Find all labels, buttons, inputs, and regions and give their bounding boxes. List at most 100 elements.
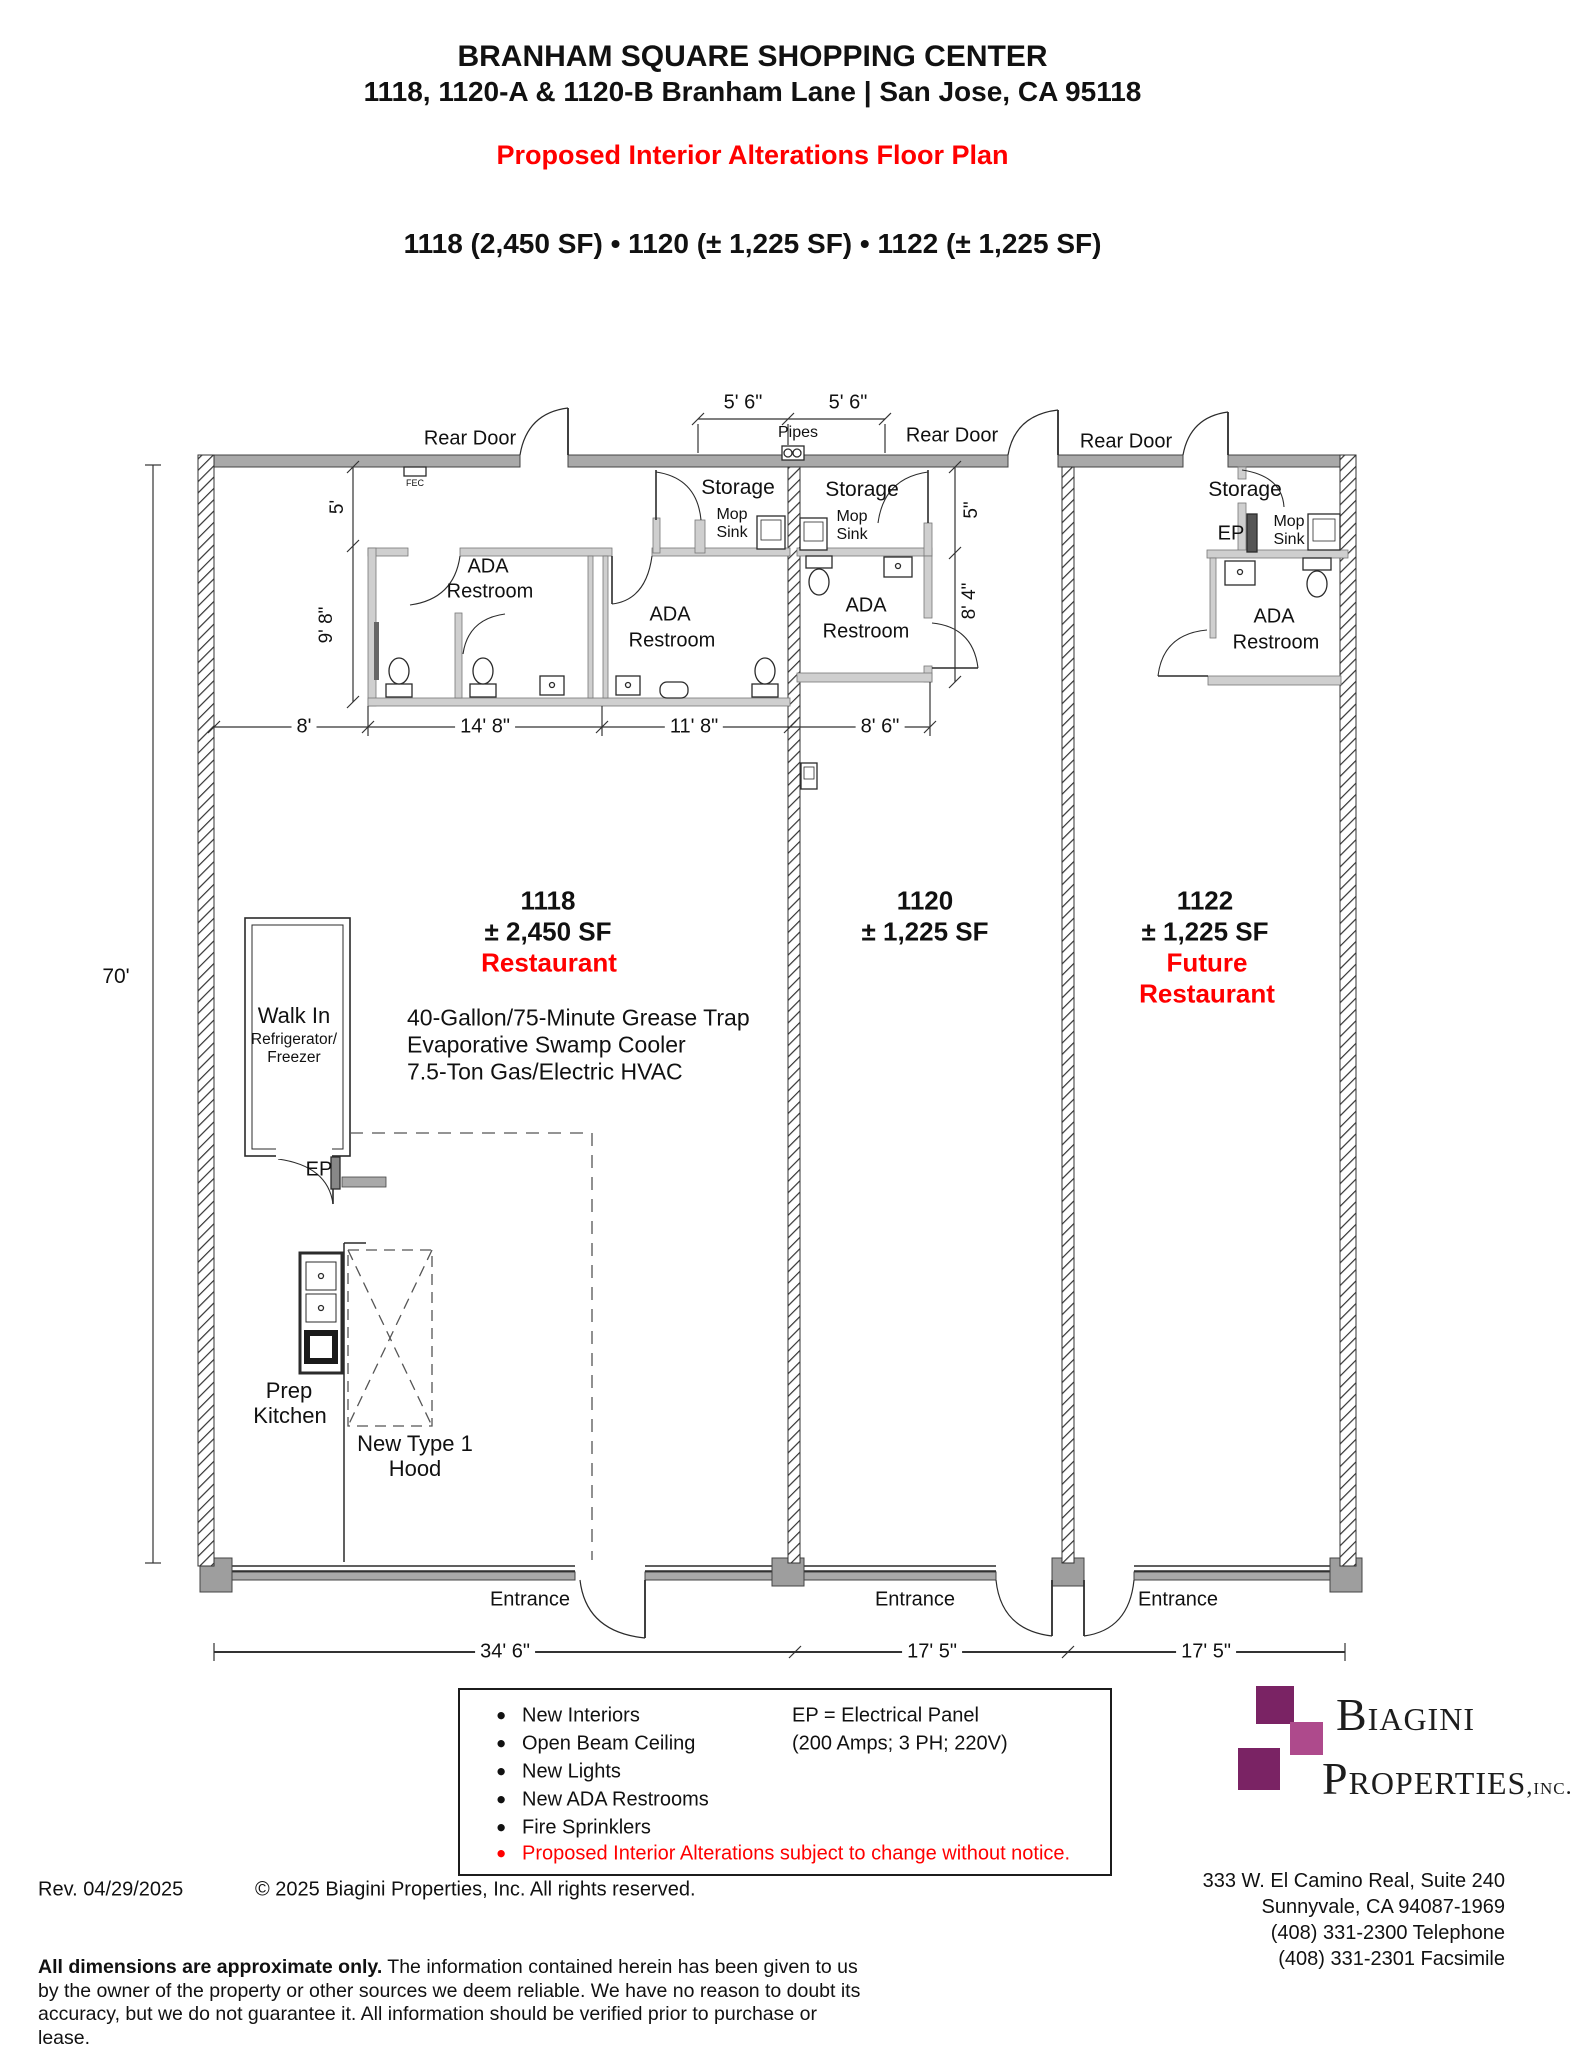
- unit-sizes-line: 1118 (2,450 SF) • 1120 (± 1,225 SF) • 11…: [403, 228, 1102, 259]
- bullet-icon: ●: [496, 1843, 507, 1863]
- entrance-label-1120: Entrance: [874, 1588, 956, 1611]
- mop-sink-label-1122b: Sink: [1273, 531, 1305, 548]
- electrical-panel-icon: [330, 1156, 341, 1190]
- mop-sink-label-1118: Mop: [716, 506, 748, 523]
- restroom-walls: [367, 466, 1349, 707]
- disclaimer-body: The information contained herein has bee…: [38, 1956, 861, 2048]
- unit-1122-number: 1122: [1176, 885, 1234, 916]
- ada-restroom-label-d1: ADA: [1253, 605, 1295, 628]
- ada-restroom-label-b1: ADA: [649, 603, 691, 626]
- walk-in-label-1: Walk In: [257, 1003, 331, 1028]
- logo-name-line1: Biagini: [1336, 1689, 1475, 1740]
- mop-sink-label-1120b: Sink: [836, 526, 868, 543]
- disclaimer-lead: All dimensions are approximate only.: [38, 1956, 383, 1978]
- unit-1122-use-1: Future: [1166, 947, 1248, 978]
- legend-ep-line1: EP = Electrical Panel: [792, 1704, 979, 1727]
- unit-1122-area: ± 1,225 SF: [1141, 916, 1269, 947]
- dim-9ft8: 9' 8": [316, 606, 337, 644]
- prep-kitchen-label-1: Prep: [265, 1378, 313, 1403]
- fixtures: [244, 445, 1341, 1562]
- dim-5ft6-right: 5' 6": [828, 391, 868, 414]
- legend-box: ● New Interiors ● Open Beam Ceiling ● New L…: [458, 1688, 1112, 1876]
- hood-outline: [347, 1249, 433, 1427]
- logo-name-properties: Properties: [1322, 1753, 1527, 1804]
- toilet-icon: [805, 555, 833, 596]
- dim-17ft5-a: 17' 5": [902, 1640, 962, 1664]
- entrance-label-1118: Entrance: [489, 1588, 571, 1611]
- copyright: © 2025 Biagini Properties, Inc. All righ…: [255, 1878, 696, 1901]
- dim-70ft: 70': [102, 965, 130, 988]
- bullet-icon: ●: [496, 1733, 507, 1753]
- bullet-icon: ●: [496, 1789, 507, 1809]
- demising-walls: [197, 454, 1357, 1567]
- legend-item: Fire Sprinklers: [522, 1816, 651, 1839]
- toilet-icon: [469, 657, 497, 698]
- unit-1120-area: ± 1,225 SF: [861, 916, 989, 947]
- legend-item: New Lights: [522, 1760, 621, 1783]
- ep-label-1118: EP: [305, 1158, 333, 1181]
- dim-11ft8: 11' 8": [664, 715, 724, 739]
- dim-8ft6: 8' 6": [855, 715, 905, 739]
- ada-restroom-label-c2: Restroom: [822, 620, 910, 643]
- toilet-icon: [1302, 557, 1332, 598]
- logo-square-icon: [1290, 1722, 1323, 1755]
- pipes-label: Pipes: [777, 424, 819, 441]
- mop-sink-label-1120: Mop: [836, 508, 868, 525]
- dim-5ft6-left: 5' 6": [723, 391, 763, 414]
- unit-1118-note-3: 7.5-Ton Gas/Electric HVAC: [407, 1058, 683, 1085]
- address-line: (408) 331-2300 Telephone: [1270, 1922, 1505, 1944]
- address-line: 333 W. El Camino Real, Suite 240: [1202, 1870, 1505, 1892]
- rear-door-label-1122: Rear Door: [1079, 430, 1173, 453]
- dim-5in: 5": [961, 501, 982, 519]
- logo-name-line2: Properties,inc.: [1322, 1756, 1573, 1802]
- rear-door-label-1120: Rear Door: [905, 424, 999, 447]
- dim-34ft6: 34' 6": [475, 1640, 535, 1664]
- fec-icon: [403, 466, 427, 477]
- unit-1120-number: 1120: [896, 885, 954, 916]
- prep-counter: [298, 1251, 344, 1375]
- unit-1118-note-1: 40-Gallon/75-Minute Grease Trap: [407, 1004, 750, 1031]
- ada-restroom-label-b2: Restroom: [628, 629, 716, 652]
- dim-8ft: 8': [291, 715, 317, 739]
- company-address: 333 W. El Camino Real, Suite 240 Sunnyva…: [1203, 1868, 1505, 1972]
- dim-17ft5-b: 17' 5": [1176, 1640, 1236, 1664]
- page-title: BRANHAM SQUARE SHOPPING CENTER: [457, 40, 1048, 73]
- hood-label-2: Hood: [388, 1456, 442, 1481]
- prep-kitchen-label-2: Kitchen: [253, 1403, 327, 1428]
- dim-8ft4: 8' 4": [959, 582, 980, 620]
- ada-restroom-label-d2: Restroom: [1232, 631, 1320, 654]
- disclaimer: All dimensions are approximate only. The…: [38, 1956, 870, 2048]
- dimension-lines: [145, 412, 1346, 1661]
- storage-label-1122: Storage: [1208, 478, 1282, 501]
- ep-label-1122: EP: [1217, 522, 1245, 545]
- unit-1118-number: 1118: [520, 885, 576, 916]
- site-address: 1118, 1120-A & 1120-B Branham Lane | San…: [363, 76, 1142, 107]
- bullet-icon: ●: [496, 1761, 507, 1781]
- logo-square-icon: [1238, 1748, 1280, 1790]
- unit-1118-note-2: Evaporative Swamp Cooler: [407, 1031, 686, 1058]
- hood-label-1: New Type 1: [357, 1431, 473, 1456]
- address-line: Sunnyvale, CA 94087-1969: [1261, 1896, 1505, 1918]
- dim-5ft: 5': [327, 499, 348, 515]
- electrical-panel-icon: [1246, 513, 1258, 553]
- bullet-icon: ●: [496, 1817, 507, 1837]
- plan-subtitle: Proposed Interior Alterations Floor Plan: [496, 140, 1009, 170]
- toilet-icon: [751, 657, 779, 698]
- urinal-icon: [659, 681, 689, 699]
- legend-item: Open Beam Ceiling: [522, 1732, 696, 1755]
- entrance-label-1122: Entrance: [1137, 1588, 1219, 1611]
- unit-1118-area: ± 2,450 SF: [484, 916, 612, 947]
- storage-label-1118: Storage: [701, 476, 775, 499]
- walk-in-label-2: Refrigerator/: [250, 1031, 338, 1048]
- revision-date: Rev. 04/29/2025: [38, 1878, 184, 1901]
- rear-door-label-1118: Rear Door: [423, 427, 517, 450]
- legend-ep-line2: (200 Amps; 3 PH; 220V): [792, 1732, 1008, 1755]
- dim-14ft8: 14' 8": [455, 715, 515, 739]
- logo-square-icon: [1256, 1686, 1294, 1724]
- door-swings: [277, 407, 1285, 1639]
- bullet-icon: ●: [496, 1705, 507, 1725]
- legend-item: New Interiors: [522, 1704, 640, 1727]
- toilet-icon: [385, 657, 413, 698]
